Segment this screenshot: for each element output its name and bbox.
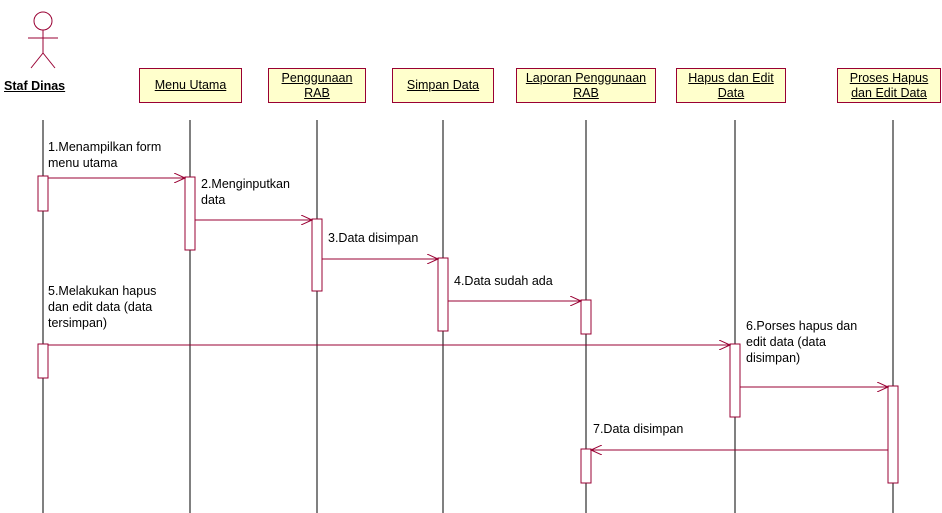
message-5-label: 5.Melakukan hapus dan edit data (data te… (48, 284, 157, 330)
activation-laporan-2 (580, 448, 592, 484)
message-4-label: 4.Data sudah ada (454, 274, 553, 288)
message-6-label: 6.Porses hapus dan edit data (data disim… (746, 319, 858, 365)
message-2-label: 2.Menginputkan data (201, 177, 290, 207)
activation-penggunaan-rab (311, 218, 323, 292)
object-menu-utama: Menu Utama (139, 68, 242, 103)
activation-menu-utama (184, 176, 196, 251)
message-7-label: 7.Data disimpan (593, 422, 684, 436)
actor-label: Staf Dinas (4, 79, 66, 93)
activation-laporan-1 (580, 299, 592, 335)
message-1-label: 1.Menampilkan form menu utama (48, 140, 162, 170)
message-3-label: 3.Data disimpan (328, 231, 419, 245)
activation-proses-hapus (887, 385, 899, 484)
activation-staf-dinas-2 (37, 343, 49, 379)
object-simpan-data: Simpan Data (392, 68, 494, 103)
actor-icon (28, 11, 58, 69)
activation-simpan-data (437, 257, 449, 332)
activation-hapus-edit (729, 343, 741, 418)
activation-staf-dinas-1 (37, 175, 49, 212)
